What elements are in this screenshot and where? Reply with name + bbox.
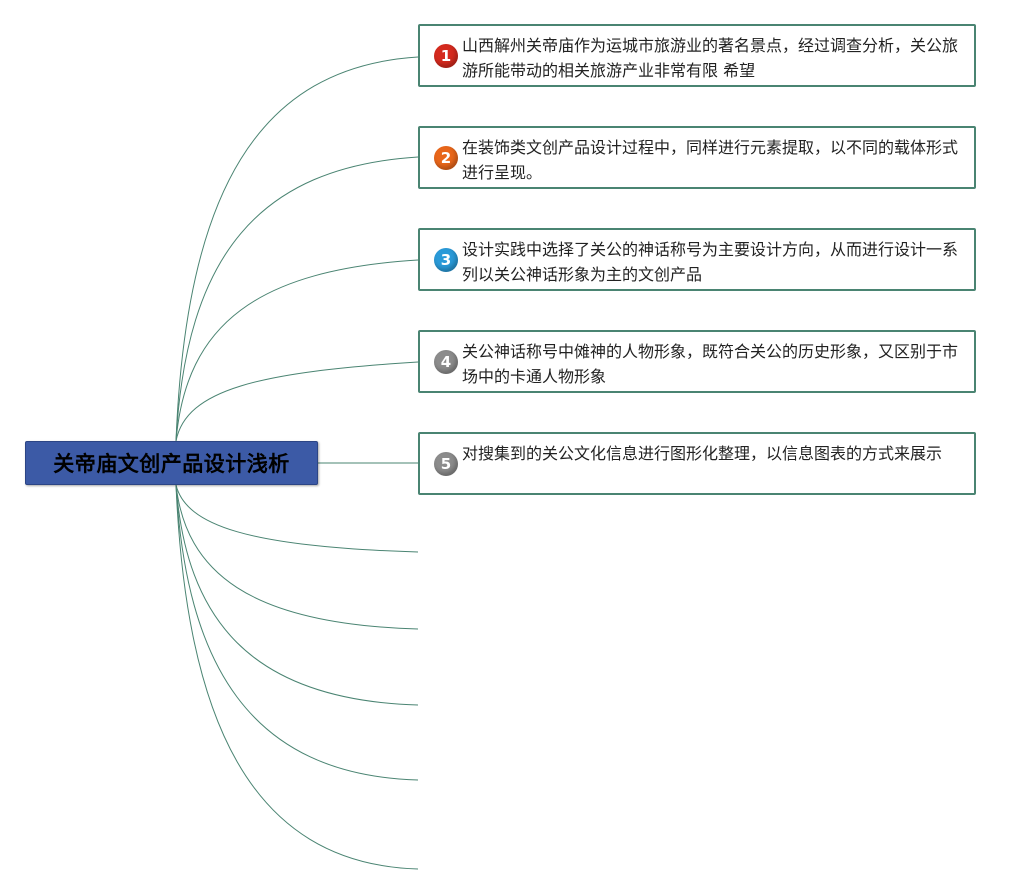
central-topic[interactable]: 关帝庙文创产品设计浅析	[25, 441, 318, 485]
branch-line-2	[175, 156, 419, 442]
topic-node-5[interactable]: 5 对搜集到的关公文化信息进行图形化整理，以信息图表的方式来展示	[418, 432, 976, 495]
topic-text-4: 关公神话称号中傩神的人物形象，既符合关公的历史形象，又区别于市场中的卡通人物形象	[462, 342, 959, 386]
empty-branch-line-1	[175, 484, 419, 553]
priority-4-badge: 4	[434, 350, 458, 374]
empty-branch-line-5	[175, 484, 419, 870]
topic-text-3: 设计实践中选择了关公的神话称号为主要设计方向，从而进行设计一系列以关公神话形象为…	[462, 240, 959, 284]
topic-text-1: 山西解州关帝庙作为运城市旅游业的著名景点，经过调查分析，关公旅游所能带动的相关旅…	[462, 36, 959, 80]
topic-node-3[interactable]: 3 设计实践中选择了关公的神话称号为主要设计方向，从而进行设计一系列以关公神话形…	[418, 228, 976, 291]
topic-text-5: 对搜集到的关公文化信息进行图形化整理，以信息图表的方式来展示	[462, 444, 943, 463]
branch-line-3	[175, 259, 419, 442]
priority-1-badge: 1	[434, 44, 458, 68]
topic-node-2[interactable]: 2 在装饰类文创产品设计过程中，同样进行元素提取，以不同的载体形式进行呈现。	[418, 126, 976, 189]
priority-2-badge: 2	[434, 146, 458, 170]
priority-3-badge: 3	[434, 248, 458, 272]
empty-branch-line-4	[175, 484, 419, 781]
topic-text-2: 在装饰类文创产品设计过程中，同样进行元素提取，以不同的载体形式进行呈现。	[462, 138, 959, 182]
branch-line-1	[175, 56, 419, 442]
priority-5-badge: 5	[434, 452, 458, 476]
branch-line-4	[175, 361, 419, 442]
topic-node-4[interactable]: 4 关公神话称号中傩神的人物形象，既符合关公的历史形象，又区别于市场中的卡通人物…	[418, 330, 976, 393]
empty-branch-line-3	[175, 484, 419, 706]
topic-node-1[interactable]: 1 山西解州关帝庙作为运城市旅游业的著名景点，经过调查分析，关公旅游所能带动的相…	[418, 24, 976, 87]
empty-branch-line-2	[175, 484, 419, 630]
